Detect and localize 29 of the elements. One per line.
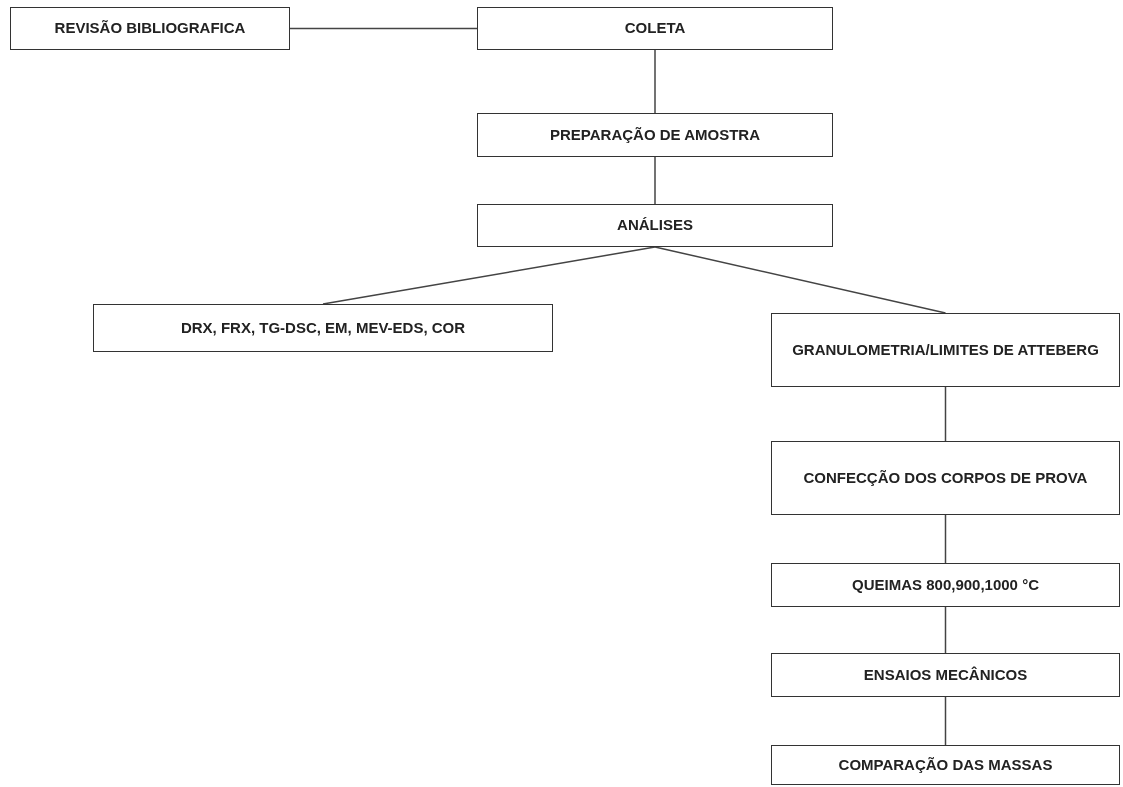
box-label: ANÁLISES xyxy=(616,215,694,236)
connector-line xyxy=(944,514,947,564)
box-label: REVISÃO BIBLIOGRAFICA xyxy=(53,18,247,39)
box-label: COLETA xyxy=(623,18,687,39)
box-label: CONFECÇÃO DOS CORPOS DE PROVA xyxy=(802,467,1089,488)
process-box xyxy=(477,7,833,50)
box-label: GRANULOMETRIA/LIMITES DE ATTEBERG xyxy=(791,339,1100,360)
connector-line xyxy=(322,246,656,305)
box-label: ENSAIOS MECÂNICOS xyxy=(862,664,1029,685)
process-box xyxy=(10,7,290,50)
connector-line xyxy=(654,246,947,314)
process-box xyxy=(771,563,1120,607)
process-box xyxy=(477,113,833,157)
box-label: QUEIMAS 800,900,1000 °C xyxy=(851,574,1040,595)
connector-line xyxy=(944,606,947,654)
box-label: COMPARAÇÃO DAS MASSAS xyxy=(837,754,1054,775)
process-box xyxy=(771,313,1120,387)
connector-line xyxy=(654,156,656,205)
process-box xyxy=(771,653,1120,697)
process-box xyxy=(771,441,1120,515)
process-box xyxy=(477,204,833,247)
connector-line xyxy=(944,696,947,746)
connector-line xyxy=(289,27,478,30)
connector-line xyxy=(654,49,656,114)
process-box xyxy=(93,304,553,352)
box-label: PREPARAÇÃO DE AMOSTRA xyxy=(549,124,761,145)
box-label: DRX, FRX, TG-DSC, EM, MEV-EDS, COR xyxy=(179,317,467,338)
process-box xyxy=(771,745,1120,785)
connector-line xyxy=(944,386,947,442)
